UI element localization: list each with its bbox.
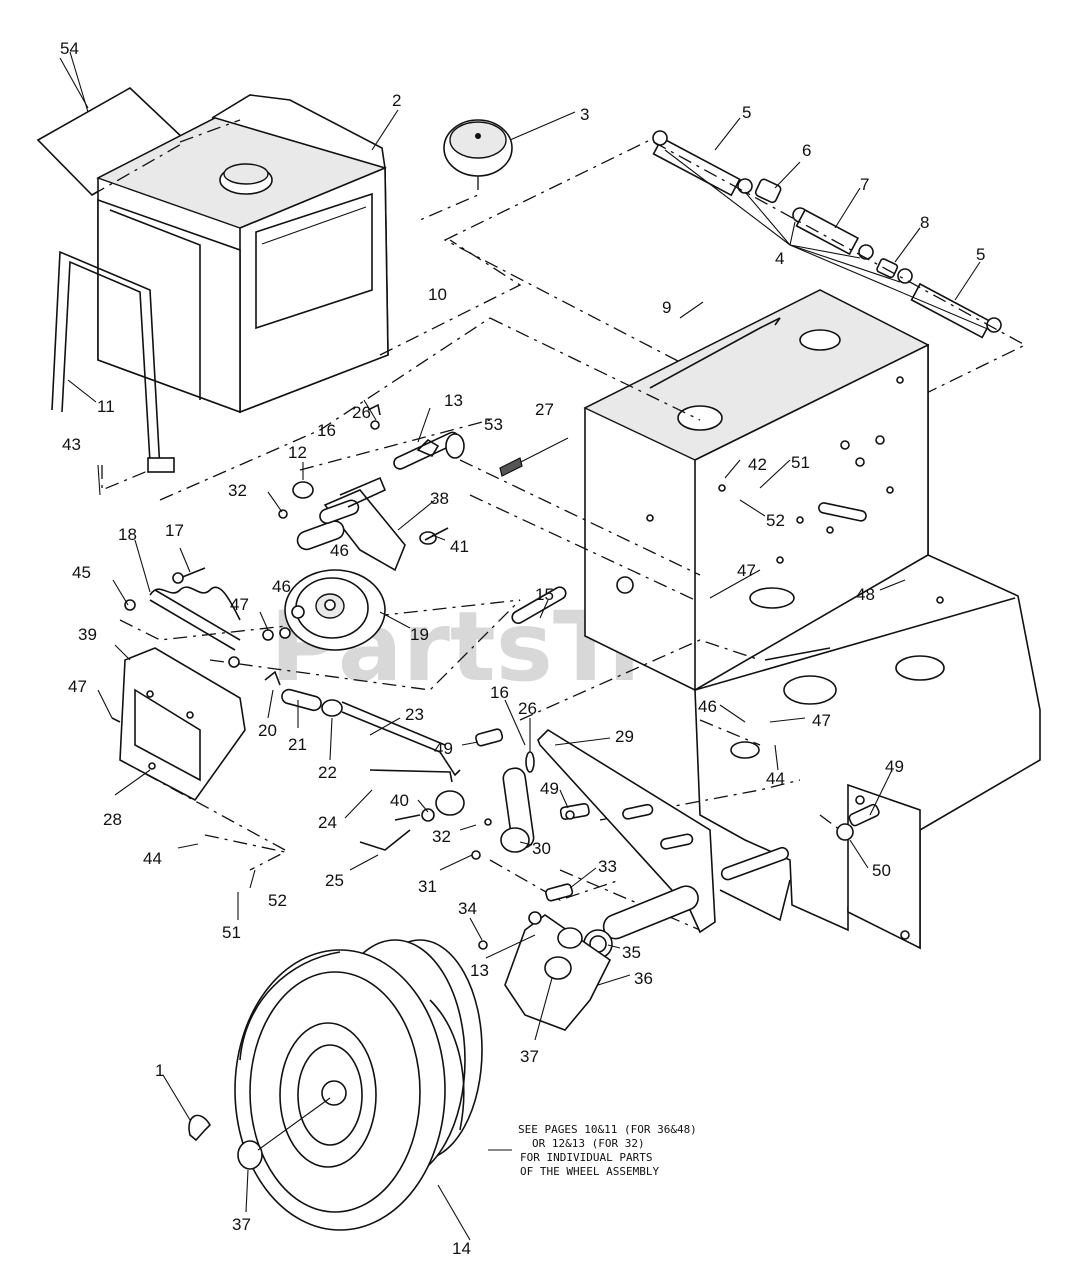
callout-26a: 26 — [352, 403, 371, 422]
note-line-1: SEE PAGES 10&11 (FOR 36&48) — [518, 1123, 697, 1136]
callout-50: 50 — [872, 861, 891, 880]
shaft-parts — [264, 586, 567, 783]
callout-51b: 51 — [222, 923, 241, 942]
callout-26b: 26 — [518, 699, 537, 718]
callout-31: 31 — [418, 877, 437, 896]
callout-21: 21 — [288, 735, 307, 754]
callout-34: 34 — [458, 899, 477, 918]
callout-32a: 32 — [228, 481, 247, 500]
callout-39: 39 — [78, 625, 97, 644]
callout-10: 10 — [428, 285, 447, 304]
callout-52b: 52 — [268, 891, 287, 910]
wheel-assembly — [188, 939, 512, 1241]
callout-37b: 37 — [232, 1215, 251, 1234]
fuel-cap — [419, 111, 576, 221]
callout-17: 17 — [165, 521, 184, 540]
note-line-3: FOR INDIVIDUAL PARTS — [520, 1151, 652, 1164]
fuel-tank — [96, 94, 399, 414]
callout-47d: 47 — [812, 711, 831, 730]
callout-54: 54 — [60, 39, 79, 58]
idler-pulley — [284, 569, 386, 651]
callout-labels: 54 2 3 5 6 7 4 8 5 10 9 11 43 26 13 53 2… — [60, 39, 985, 1258]
tank-strap — [51, 250, 175, 473]
callout-23: 23 — [405, 705, 424, 724]
callout-3: 3 — [580, 105, 589, 124]
callout-19: 19 — [410, 625, 429, 644]
callout-18: 18 — [118, 525, 137, 544]
callout-32b: 32 — [432, 827, 451, 846]
callout-27: 27 — [535, 400, 554, 419]
main-frame — [583, 289, 1041, 950]
callout-37a: 37 — [520, 1047, 539, 1066]
callout-14: 14 — [452, 1239, 471, 1258]
callout-47a: 47 — [230, 595, 249, 614]
callout-35: 35 — [622, 943, 641, 962]
callout-46c: 46 — [698, 697, 717, 716]
callout-22: 22 — [318, 763, 337, 782]
axle-assembly — [478, 846, 791, 1031]
callout-5a: 5 — [742, 103, 751, 122]
callout-1: 1 — [155, 1061, 164, 1080]
callout-16a: 16 — [317, 421, 336, 440]
frame-holes — [616, 376, 944, 604]
callout-29: 29 — [615, 727, 634, 746]
callout-13a: 13 — [444, 391, 463, 410]
callout-9: 9 — [662, 298, 671, 317]
note-line-4: OF THE WHEEL ASSEMBLY — [520, 1165, 659, 1178]
callout-40: 40 — [390, 791, 409, 810]
callout-52a: 52 — [766, 511, 785, 530]
belt-shield — [111, 647, 246, 802]
callout-6: 6 — [802, 141, 811, 160]
callout-38: 38 — [430, 489, 449, 508]
callout-8: 8 — [920, 213, 929, 232]
lever-arm — [359, 728, 716, 934]
callout-36: 36 — [634, 969, 653, 988]
callout-20: 20 — [258, 721, 277, 740]
mount-plate — [836, 803, 880, 841]
note-line-2: OR 12&13 (FOR 32) — [532, 1137, 645, 1150]
leader-lines — [59, 57, 906, 1213]
callout-4: 4 — [775, 249, 784, 268]
callout-7: 7 — [860, 175, 869, 194]
callout-41: 41 — [450, 537, 469, 556]
callout-42: 42 — [748, 455, 767, 474]
callout-13b: 13 — [470, 961, 489, 980]
callout-44b: 44 — [143, 849, 162, 868]
callout-47c: 47 — [68, 677, 87, 696]
callout-15: 15 — [535, 585, 554, 604]
idler-bracket — [172, 403, 569, 584]
tension-spring — [124, 586, 291, 668]
callout-49c: 49 — [540, 779, 559, 798]
callout-30: 30 — [532, 839, 551, 858]
callout-49b: 49 — [885, 757, 904, 776]
callout-51a: 51 — [791, 453, 810, 472]
callout-33: 33 — [598, 857, 617, 876]
callout-49a: 49 — [434, 739, 453, 758]
callout-16b: 16 — [490, 683, 509, 702]
callout-24: 24 — [318, 813, 337, 832]
callout-53: 53 — [484, 415, 503, 434]
callout-48: 48 — [856, 585, 875, 604]
callout-47b: 47 — [737, 561, 756, 580]
callout-44a: 44 — [766, 769, 785, 788]
callout-11: 11 — [97, 397, 115, 416]
callout-12: 12 — [288, 443, 307, 462]
wheel-note: SEE PAGES 10&11 (FOR 36&48) OR 12&13 (FO… — [518, 1123, 697, 1178]
callout-25: 25 — [325, 871, 344, 890]
callout-2: 2 — [392, 91, 401, 110]
callout-43: 43 — [62, 435, 81, 454]
guide-lines — [91, 119, 841, 931]
callout-45: 45 — [72, 563, 91, 582]
callout-46a: 46 — [330, 541, 349, 560]
callout-5b: 5 — [976, 245, 985, 264]
callout-28: 28 — [103, 810, 122, 829]
callout-46b: 46 — [272, 577, 291, 596]
